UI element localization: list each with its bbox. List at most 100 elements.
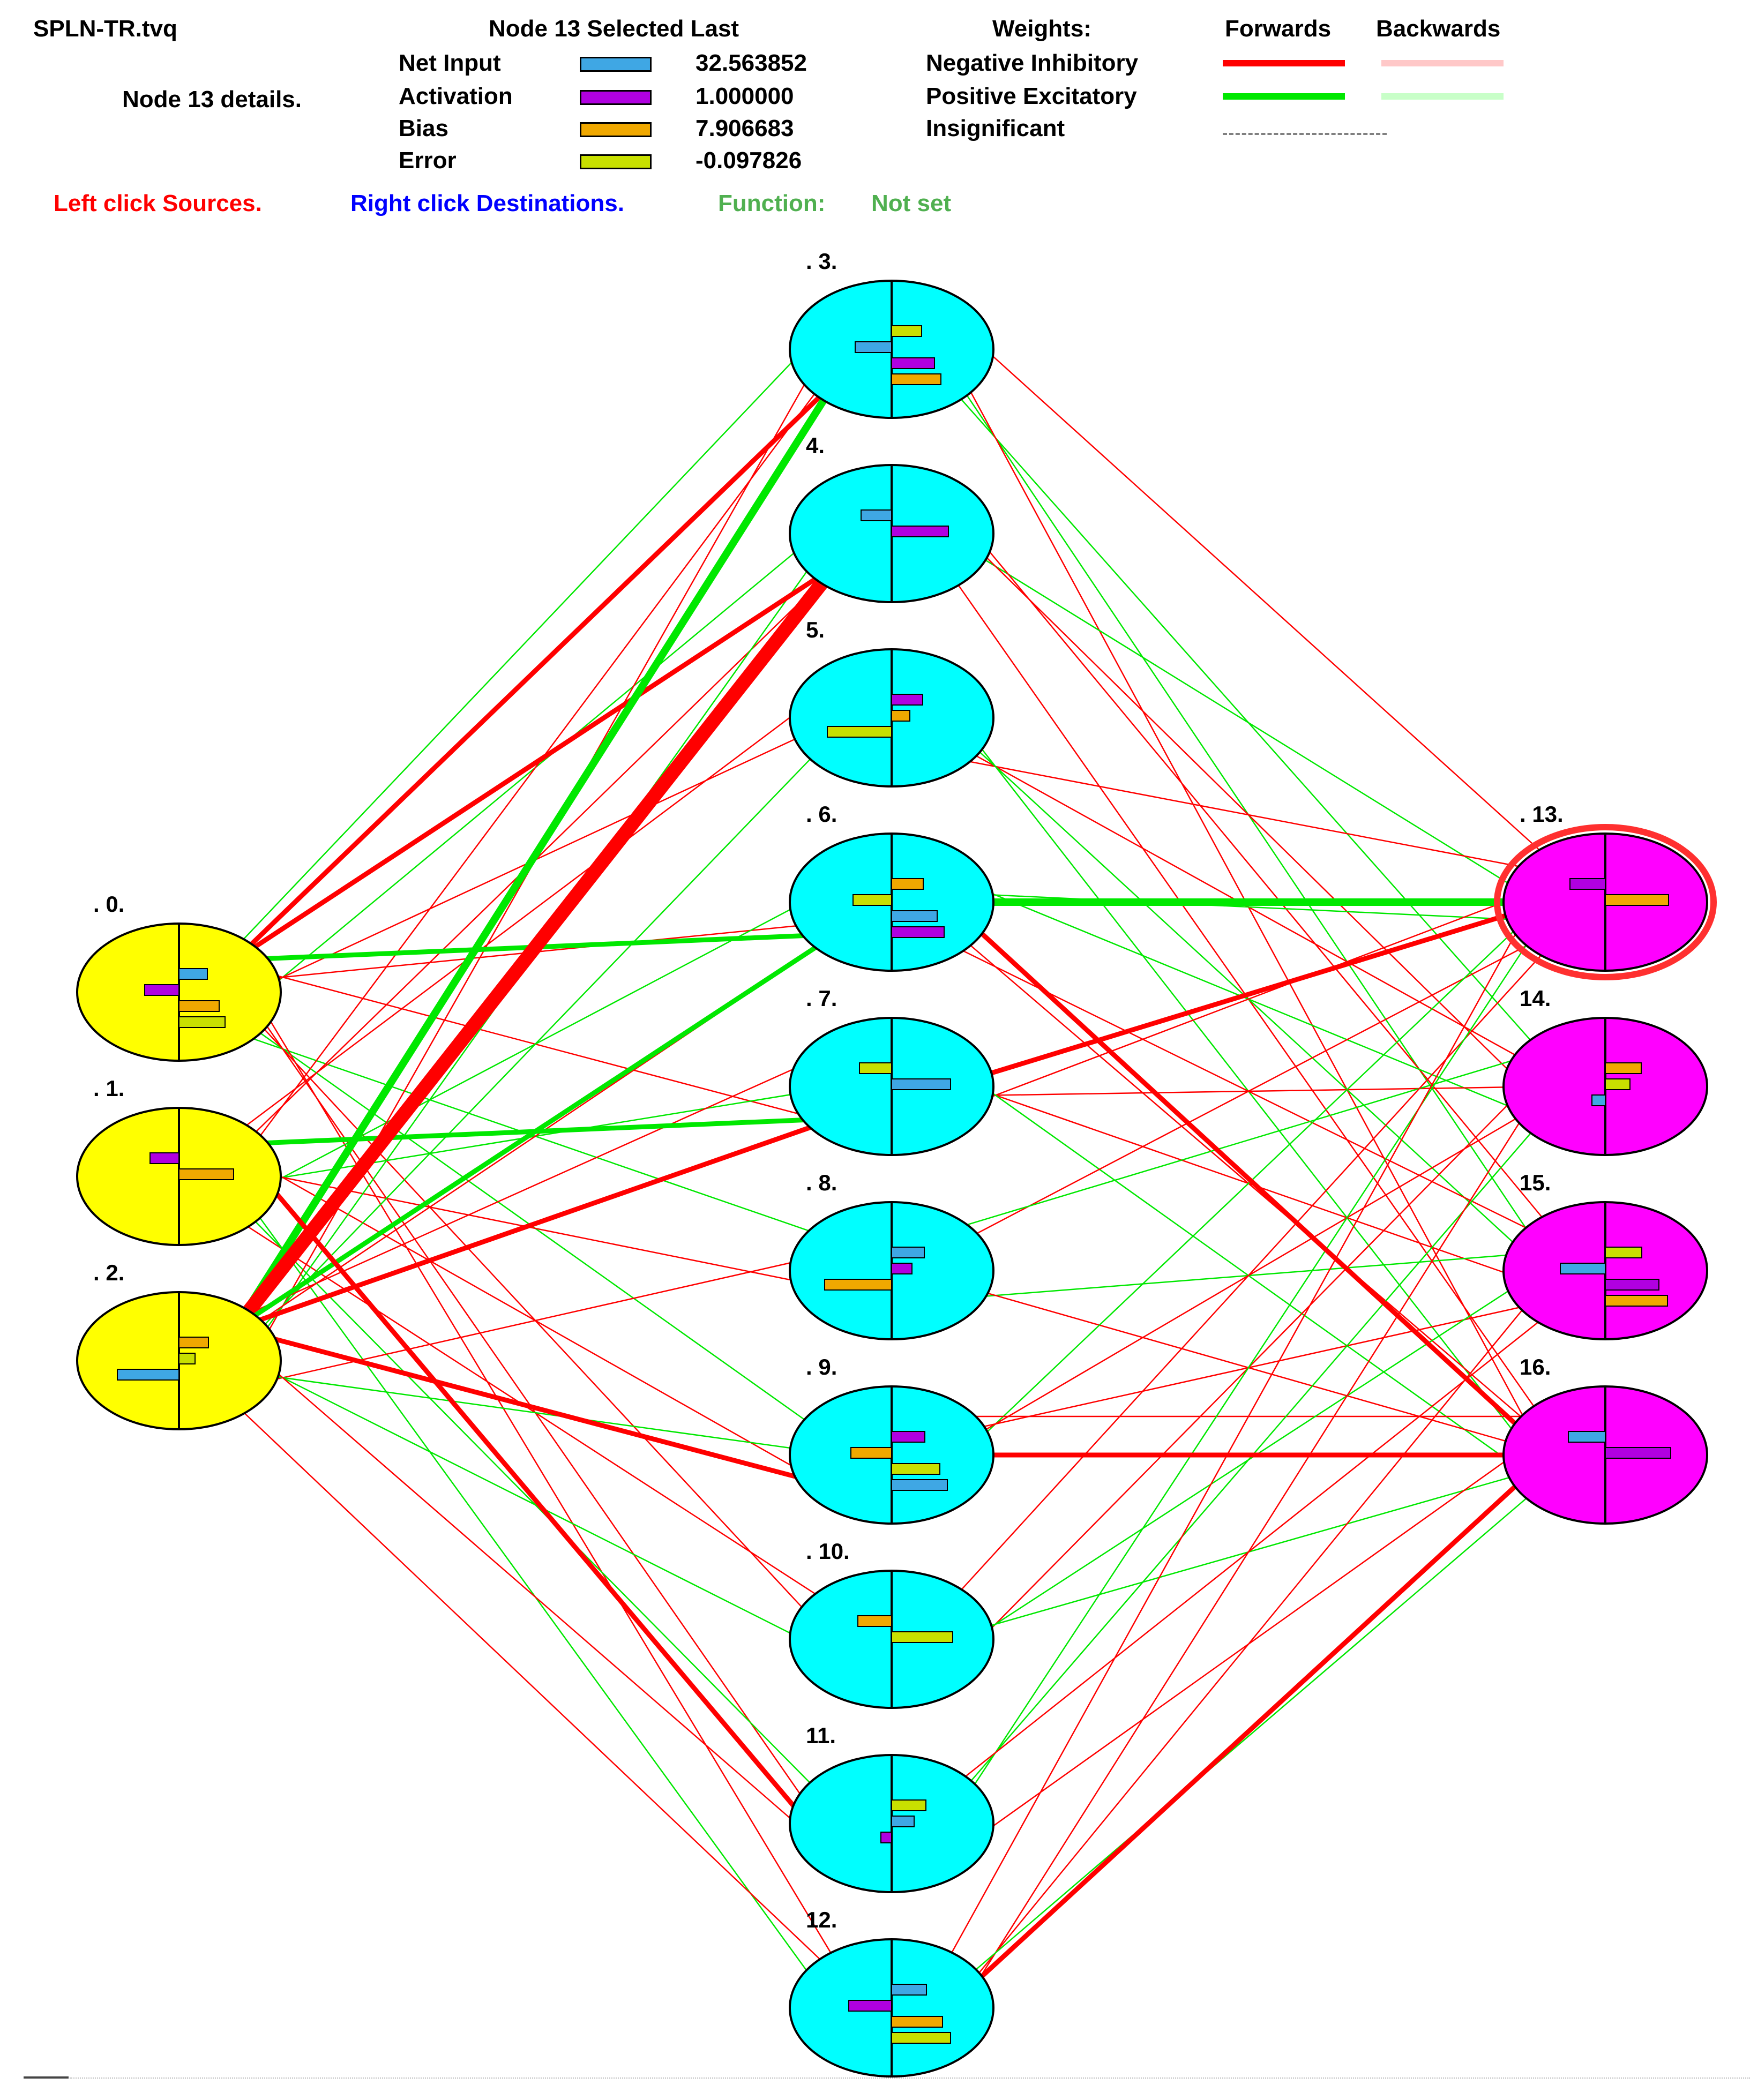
forwards-header: Forwards bbox=[1225, 16, 1332, 42]
node-9[interactable]: . 9. bbox=[789, 1354, 994, 1525]
node-3-bar-0 bbox=[891, 325, 922, 337]
net-input-value: 32.563852 bbox=[695, 50, 807, 76]
strong-connection-2-7 bbox=[233, 1116, 838, 1331]
node-10-label: . 10. bbox=[806, 1539, 850, 1564]
connection-5-13 bbox=[942, 755, 1555, 874]
node-8-bar-1 bbox=[891, 1263, 913, 1274]
selection-title: Node 13 Selected Last bbox=[489, 16, 739, 42]
strong-connection-7-13 bbox=[945, 899, 1552, 1089]
node-11-bar-0 bbox=[891, 1799, 926, 1811]
node-13-bar-1 bbox=[1605, 894, 1669, 906]
node-5-bar-1 bbox=[891, 710, 910, 722]
node-6-bar-2 bbox=[891, 910, 938, 922]
node-8-label: . 8. bbox=[806, 1170, 837, 1195]
right-click-instruction: Right click Destinations. bbox=[350, 190, 624, 216]
node-6[interactable]: . 6. bbox=[789, 801, 994, 972]
bias-value: 7.906683 bbox=[695, 115, 794, 141]
connection-12-15 bbox=[942, 1270, 1555, 2018]
connection-8-14 bbox=[942, 1047, 1555, 1233]
connection-2-9 bbox=[229, 1369, 841, 1456]
node-10-bar-0 bbox=[857, 1615, 892, 1627]
node-13[interactable]: . 13. bbox=[1494, 801, 1717, 980]
connection-2-11 bbox=[229, 1331, 841, 1863]
strong-connection-6-16 bbox=[945, 899, 1552, 1458]
connection-3-13 bbox=[942, 310, 1555, 864]
node-12-bar-0 bbox=[891, 1984, 927, 1996]
node-3-label: . 3. bbox=[806, 249, 837, 274]
node-1-bar-0 bbox=[149, 1152, 180, 1164]
strong-connection-12-16 bbox=[945, 1452, 1552, 2011]
node-0-bar-2 bbox=[178, 1000, 220, 1012]
node-12[interactable]: 12. bbox=[789, 1907, 994, 2078]
connection-1-8 bbox=[229, 1166, 841, 1291]
error-label: Error bbox=[399, 147, 457, 174]
connection-6-13 bbox=[942, 891, 1555, 922]
node-8-bar-0 bbox=[891, 1247, 925, 1258]
node-3-bar-3 bbox=[891, 373, 941, 385]
node-2-bar-2 bbox=[117, 1369, 180, 1381]
node-1[interactable]: . 1. bbox=[76, 1076, 282, 1246]
node-8-bar-2 bbox=[824, 1279, 892, 1291]
node-0[interactable]: . 0. bbox=[76, 891, 282, 1062]
connection-4-13 bbox=[942, 532, 1555, 913]
node-7-label: . 7. bbox=[806, 986, 837, 1011]
connection-2-12 bbox=[229, 1399, 841, 1979]
node-11-bar-1 bbox=[891, 1816, 915, 1827]
bottom-tick-mark bbox=[24, 2076, 69, 2079]
connection-12-16 bbox=[942, 1474, 1555, 1999]
node-5[interactable]: 5. bbox=[789, 617, 994, 788]
connection-4-15 bbox=[942, 494, 1555, 1233]
node-8[interactable]: . 8. bbox=[789, 1170, 994, 1340]
node-2[interactable]: . 2. bbox=[76, 1260, 282, 1430]
connection-9-13 bbox=[942, 892, 1555, 1475]
details-label: Node 13 details. bbox=[122, 86, 302, 112]
node-10[interactable]: . 10. bbox=[789, 1539, 994, 1709]
positive-forward-line bbox=[1223, 93, 1345, 100]
node-14-bar-2 bbox=[1591, 1094, 1606, 1106]
connection-2-5 bbox=[229, 727, 841, 1361]
node-5-bar-0 bbox=[891, 694, 923, 706]
node-6-label: . 6. bbox=[806, 801, 837, 827]
activation-value: 1.000000 bbox=[695, 83, 794, 109]
node-6-bar-1 bbox=[852, 894, 892, 906]
node-4[interactable]: 4. bbox=[789, 433, 994, 603]
strong-connection-2-4 bbox=[228, 559, 843, 1336]
node-3-bar-2 bbox=[891, 357, 935, 369]
node-7-bar-1 bbox=[891, 1078, 951, 1090]
node-11[interactable]: 11. bbox=[789, 1723, 994, 1893]
node-10-bar-1 bbox=[891, 1631, 953, 1643]
activation-label: Activation bbox=[399, 83, 513, 109]
insignificant-label: Insignificant bbox=[926, 115, 1065, 141]
connection-8-13 bbox=[942, 930, 1555, 1252]
strong-connection-0-3 bbox=[233, 379, 838, 963]
node-15[interactable]: 15. bbox=[1502, 1170, 1708, 1340]
strong-connection-0-4 bbox=[233, 563, 838, 963]
error-value: -0.097826 bbox=[695, 147, 802, 174]
node-2-bar-0 bbox=[178, 1337, 209, 1348]
node-9-bar-1 bbox=[850, 1447, 892, 1459]
node-15-bar-1 bbox=[1560, 1263, 1606, 1274]
node-9-label: . 9. bbox=[806, 1354, 837, 1379]
bottom-separator bbox=[70, 2078, 1750, 2079]
node-4-bar-1 bbox=[891, 526, 949, 537]
node-14[interactable]: 14. bbox=[1502, 986, 1708, 1156]
node-9-bar-2 bbox=[891, 1463, 940, 1475]
connection-0-12 bbox=[229, 953, 842, 1970]
node-7[interactable]: . 7. bbox=[789, 986, 994, 1156]
connection-11-14 bbox=[942, 1105, 1555, 1814]
node-0-bar-1 bbox=[144, 984, 180, 996]
node-5-bar-2 bbox=[827, 726, 892, 738]
backwards-header: Backwards bbox=[1376, 16, 1501, 42]
node-16-bar-0 bbox=[1568, 1431, 1606, 1443]
node-0-bar-0 bbox=[178, 968, 208, 980]
function-value: Not set bbox=[871, 190, 952, 216]
node-15-bar-3 bbox=[1605, 1295, 1668, 1307]
node-2-bar-1 bbox=[178, 1353, 196, 1364]
node-14-label: 14. bbox=[1520, 986, 1551, 1011]
node-16[interactable]: 16. bbox=[1502, 1354, 1708, 1525]
node-3[interactable]: . 3. bbox=[789, 249, 994, 419]
node-0-label: . 0. bbox=[93, 891, 124, 917]
node-16-label: 16. bbox=[1520, 1354, 1551, 1379]
